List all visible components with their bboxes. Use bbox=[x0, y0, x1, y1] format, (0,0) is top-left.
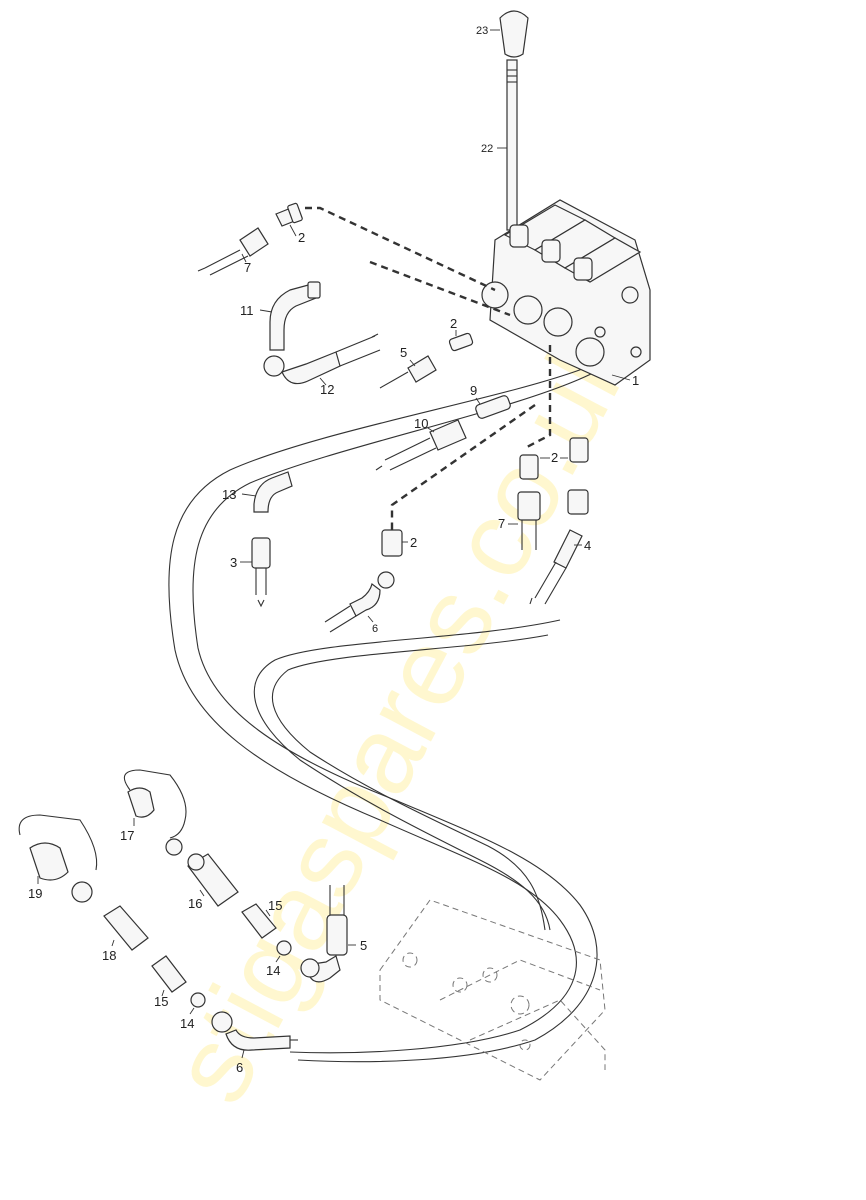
label-6-lower: 6 bbox=[236, 1060, 243, 1075]
seal-ring-14-lower bbox=[190, 992, 206, 1008]
quick-coupler-16 bbox=[187, 853, 239, 907]
adapter-fitting-2-lower bbox=[381, 529, 403, 557]
label-12: 12 bbox=[320, 382, 334, 397]
label-4: 4 bbox=[584, 538, 591, 553]
adapter-15-lower bbox=[151, 955, 187, 993]
label-13: 13 bbox=[222, 487, 236, 502]
hose-12 bbox=[263, 333, 381, 385]
tractor-frame-outline bbox=[379, 899, 606, 1081]
label-2-middle: 2 bbox=[450, 316, 457, 331]
label-11: 11 bbox=[240, 303, 254, 318]
hose-end-7-right bbox=[517, 491, 541, 550]
hose-end-7-top bbox=[197, 227, 269, 276]
label-18: 18 bbox=[102, 948, 116, 963]
seal-ring-14-upper bbox=[276, 940, 292, 956]
label-7-top: 7 bbox=[244, 260, 251, 275]
dashed-connection-lines bbox=[305, 206, 552, 530]
dust-cap-19 bbox=[18, 814, 98, 903]
label-6-top: 6 bbox=[372, 623, 378, 635]
hose-end-3 bbox=[251, 537, 271, 608]
control-lever bbox=[506, 59, 518, 231]
long-hose-loops bbox=[168, 367, 598, 1063]
label-14-lower: 14 bbox=[180, 1016, 194, 1031]
label-2-lower: 2 bbox=[410, 535, 417, 550]
adapter-fitting-9 bbox=[475, 395, 511, 419]
label-14-upper: 14 bbox=[266, 963, 280, 978]
label-3: 3 bbox=[230, 555, 237, 570]
label-7-right: 7 bbox=[498, 516, 505, 531]
hose-5-lower bbox=[300, 885, 348, 983]
elbow-fitting-13 bbox=[253, 471, 293, 513]
label-15-upper: 15 bbox=[268, 898, 282, 913]
label-5-top: 5 bbox=[400, 345, 407, 360]
label-9: 9 bbox=[470, 383, 477, 398]
label-5-lower: 5 bbox=[360, 938, 367, 953]
elbow-fitting-11 bbox=[269, 281, 321, 351]
adapter-fitting-2-top bbox=[275, 202, 303, 227]
hose-end-5-top bbox=[379, 355, 437, 389]
label-23: 23 bbox=[476, 25, 488, 37]
adapter-15-upper bbox=[241, 903, 277, 939]
hose-end-10 bbox=[375, 419, 467, 471]
hose-4 bbox=[529, 489, 589, 605]
adapter-fittings-2-right bbox=[519, 437, 589, 480]
control-valve-block bbox=[481, 199, 651, 386]
label-17: 17 bbox=[120, 828, 134, 843]
hose-6-lower bbox=[211, 1011, 298, 1051]
label-10: 10 bbox=[414, 416, 428, 431]
lever-knob bbox=[499, 10, 529, 58]
adapter-fitting-2-middle bbox=[448, 332, 474, 352]
label-2-top: 2 bbox=[298, 230, 305, 245]
label-2-right: 2 bbox=[551, 450, 558, 465]
label-15-lower: 15 bbox=[154, 994, 168, 1009]
label-1: 1 bbox=[632, 373, 639, 388]
label-16: 16 bbox=[188, 896, 202, 911]
dust-cap-17 bbox=[123, 769, 187, 856]
label-22: 22 bbox=[481, 143, 493, 155]
coupler-plug-18 bbox=[103, 905, 149, 951]
hose-end-6-top bbox=[324, 571, 395, 633]
watermark-text: stigaspares.co.uk bbox=[148, 307, 659, 1121]
label-19: 19 bbox=[28, 886, 42, 901]
